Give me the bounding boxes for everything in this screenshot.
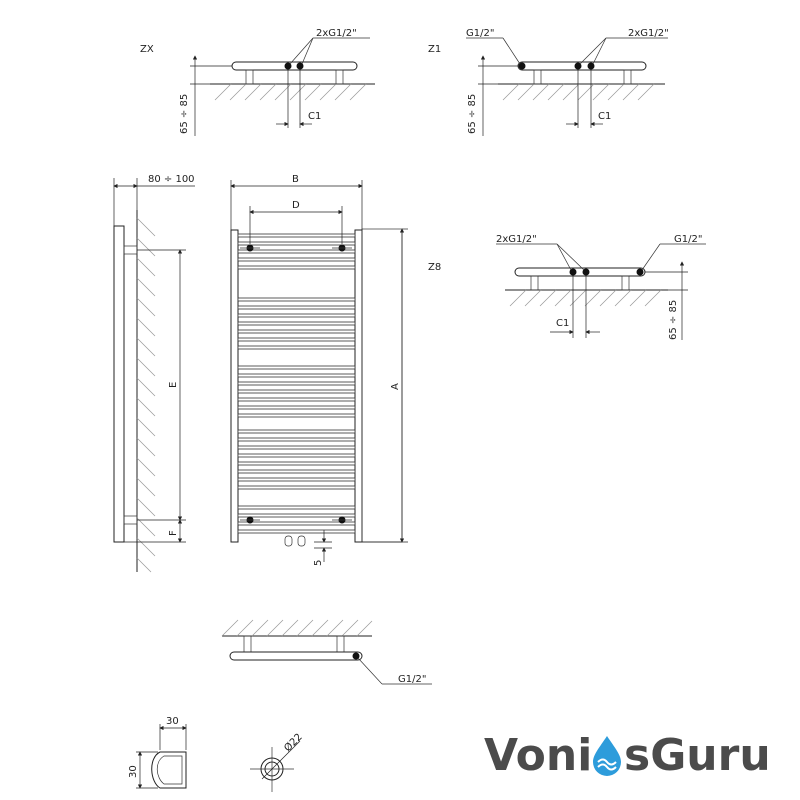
- z8-inlet-icon: [569, 268, 577, 276]
- z8-outlet-icon: [582, 268, 590, 276]
- z1-conn-single-label: G1/2": [466, 28, 494, 39]
- view-z1-label: Z1: [428, 44, 441, 55]
- front-b-label: B: [292, 174, 299, 185]
- top-radiator: [229, 651, 363, 661]
- view-z8: Z8 2xG1/2" G1/2": [428, 234, 706, 340]
- front-a-label: A: [390, 383, 401, 390]
- z8-offset-label: 65 ÷ 85: [668, 300, 679, 340]
- z8-side-conn-icon: [636, 268, 644, 276]
- zx-c1-label: C1: [308, 111, 321, 122]
- logo-text-end: sGuru: [624, 730, 771, 778]
- z8-conn-single-label: G1/2": [674, 234, 702, 245]
- front-bars: [237, 233, 356, 534]
- front-d-label: D: [292, 200, 300, 211]
- z1-outlet-icon: [587, 62, 595, 70]
- front-left-collector: [230, 229, 239, 543]
- zx-wall-hatch: [210, 83, 375, 101]
- front-mount-points: [240, 244, 352, 524]
- top-conn-label: G1/2": [398, 674, 426, 685]
- z1-wall-hatch: [498, 83, 665, 101]
- z1-c1-label: C1: [598, 111, 611, 122]
- view-top: G1/2": [221, 619, 432, 685]
- z1-inlet-icon: [574, 62, 582, 70]
- zx-conn-label: 2xG1/2": [316, 28, 357, 39]
- zx-outlet-icon: [296, 62, 304, 70]
- view-z8-label: Z8: [428, 262, 441, 273]
- brand-logo: Voni sGuru: [484, 730, 771, 778]
- profile-w-label: 30: [166, 716, 179, 727]
- top-conn-icon: [352, 652, 360, 660]
- side-top-bracket: [123, 245, 138, 255]
- side-depth-label: 80 ÷ 100: [148, 174, 195, 185]
- profile-shape: [151, 751, 187, 789]
- zx-radiator: [231, 61, 358, 85]
- z1-side-conn-icon: [518, 62, 526, 70]
- view-z1: Z1 G1/2" 2xG1/2": [428, 28, 669, 136]
- logo-text-start: Voni: [484, 730, 592, 778]
- z1-offset-label: 65 ÷ 85: [467, 94, 478, 134]
- side-e-label: E: [168, 382, 179, 388]
- front-gap-label: 5: [313, 560, 324, 566]
- pipe-section: Ø22: [250, 731, 305, 792]
- profile-h-label: 30: [128, 765, 139, 778]
- top-wall-hatch: [221, 619, 373, 637]
- view-side: 80 ÷ 100 E F: [113, 174, 195, 573]
- zx-inlet-icon: [284, 62, 292, 70]
- view-front: B D A 5: [230, 174, 408, 566]
- z8-radiator: [514, 267, 646, 291]
- front-right-collector: [354, 229, 363, 543]
- side-wall-hatch: [136, 210, 156, 573]
- front-valve-left: [284, 535, 293, 547]
- z1-conn-label: 2xG1/2": [628, 28, 669, 39]
- view-zx-label: ZX: [140, 44, 154, 55]
- z8-c1-label: C1: [556, 318, 569, 329]
- front-valve-right: [297, 535, 306, 547]
- side-bottom-bracket: [123, 515, 138, 525]
- logo-drop-icon: [593, 736, 621, 776]
- profile-section: 30 30: [128, 716, 187, 789]
- pipe-dia-label: Ø22: [282, 731, 305, 754]
- z8-wall-hatch: [505, 289, 668, 307]
- view-zx: ZX 2xG1/2" 65 ÷ 85: [140, 28, 375, 136]
- side-f-label: F: [168, 530, 179, 536]
- zx-offset-label: 65 ÷ 85: [179, 94, 190, 134]
- side-radiator: [113, 225, 125, 543]
- z8-conn-label: 2xG1/2": [496, 234, 537, 245]
- z1-radiator: [517, 61, 647, 85]
